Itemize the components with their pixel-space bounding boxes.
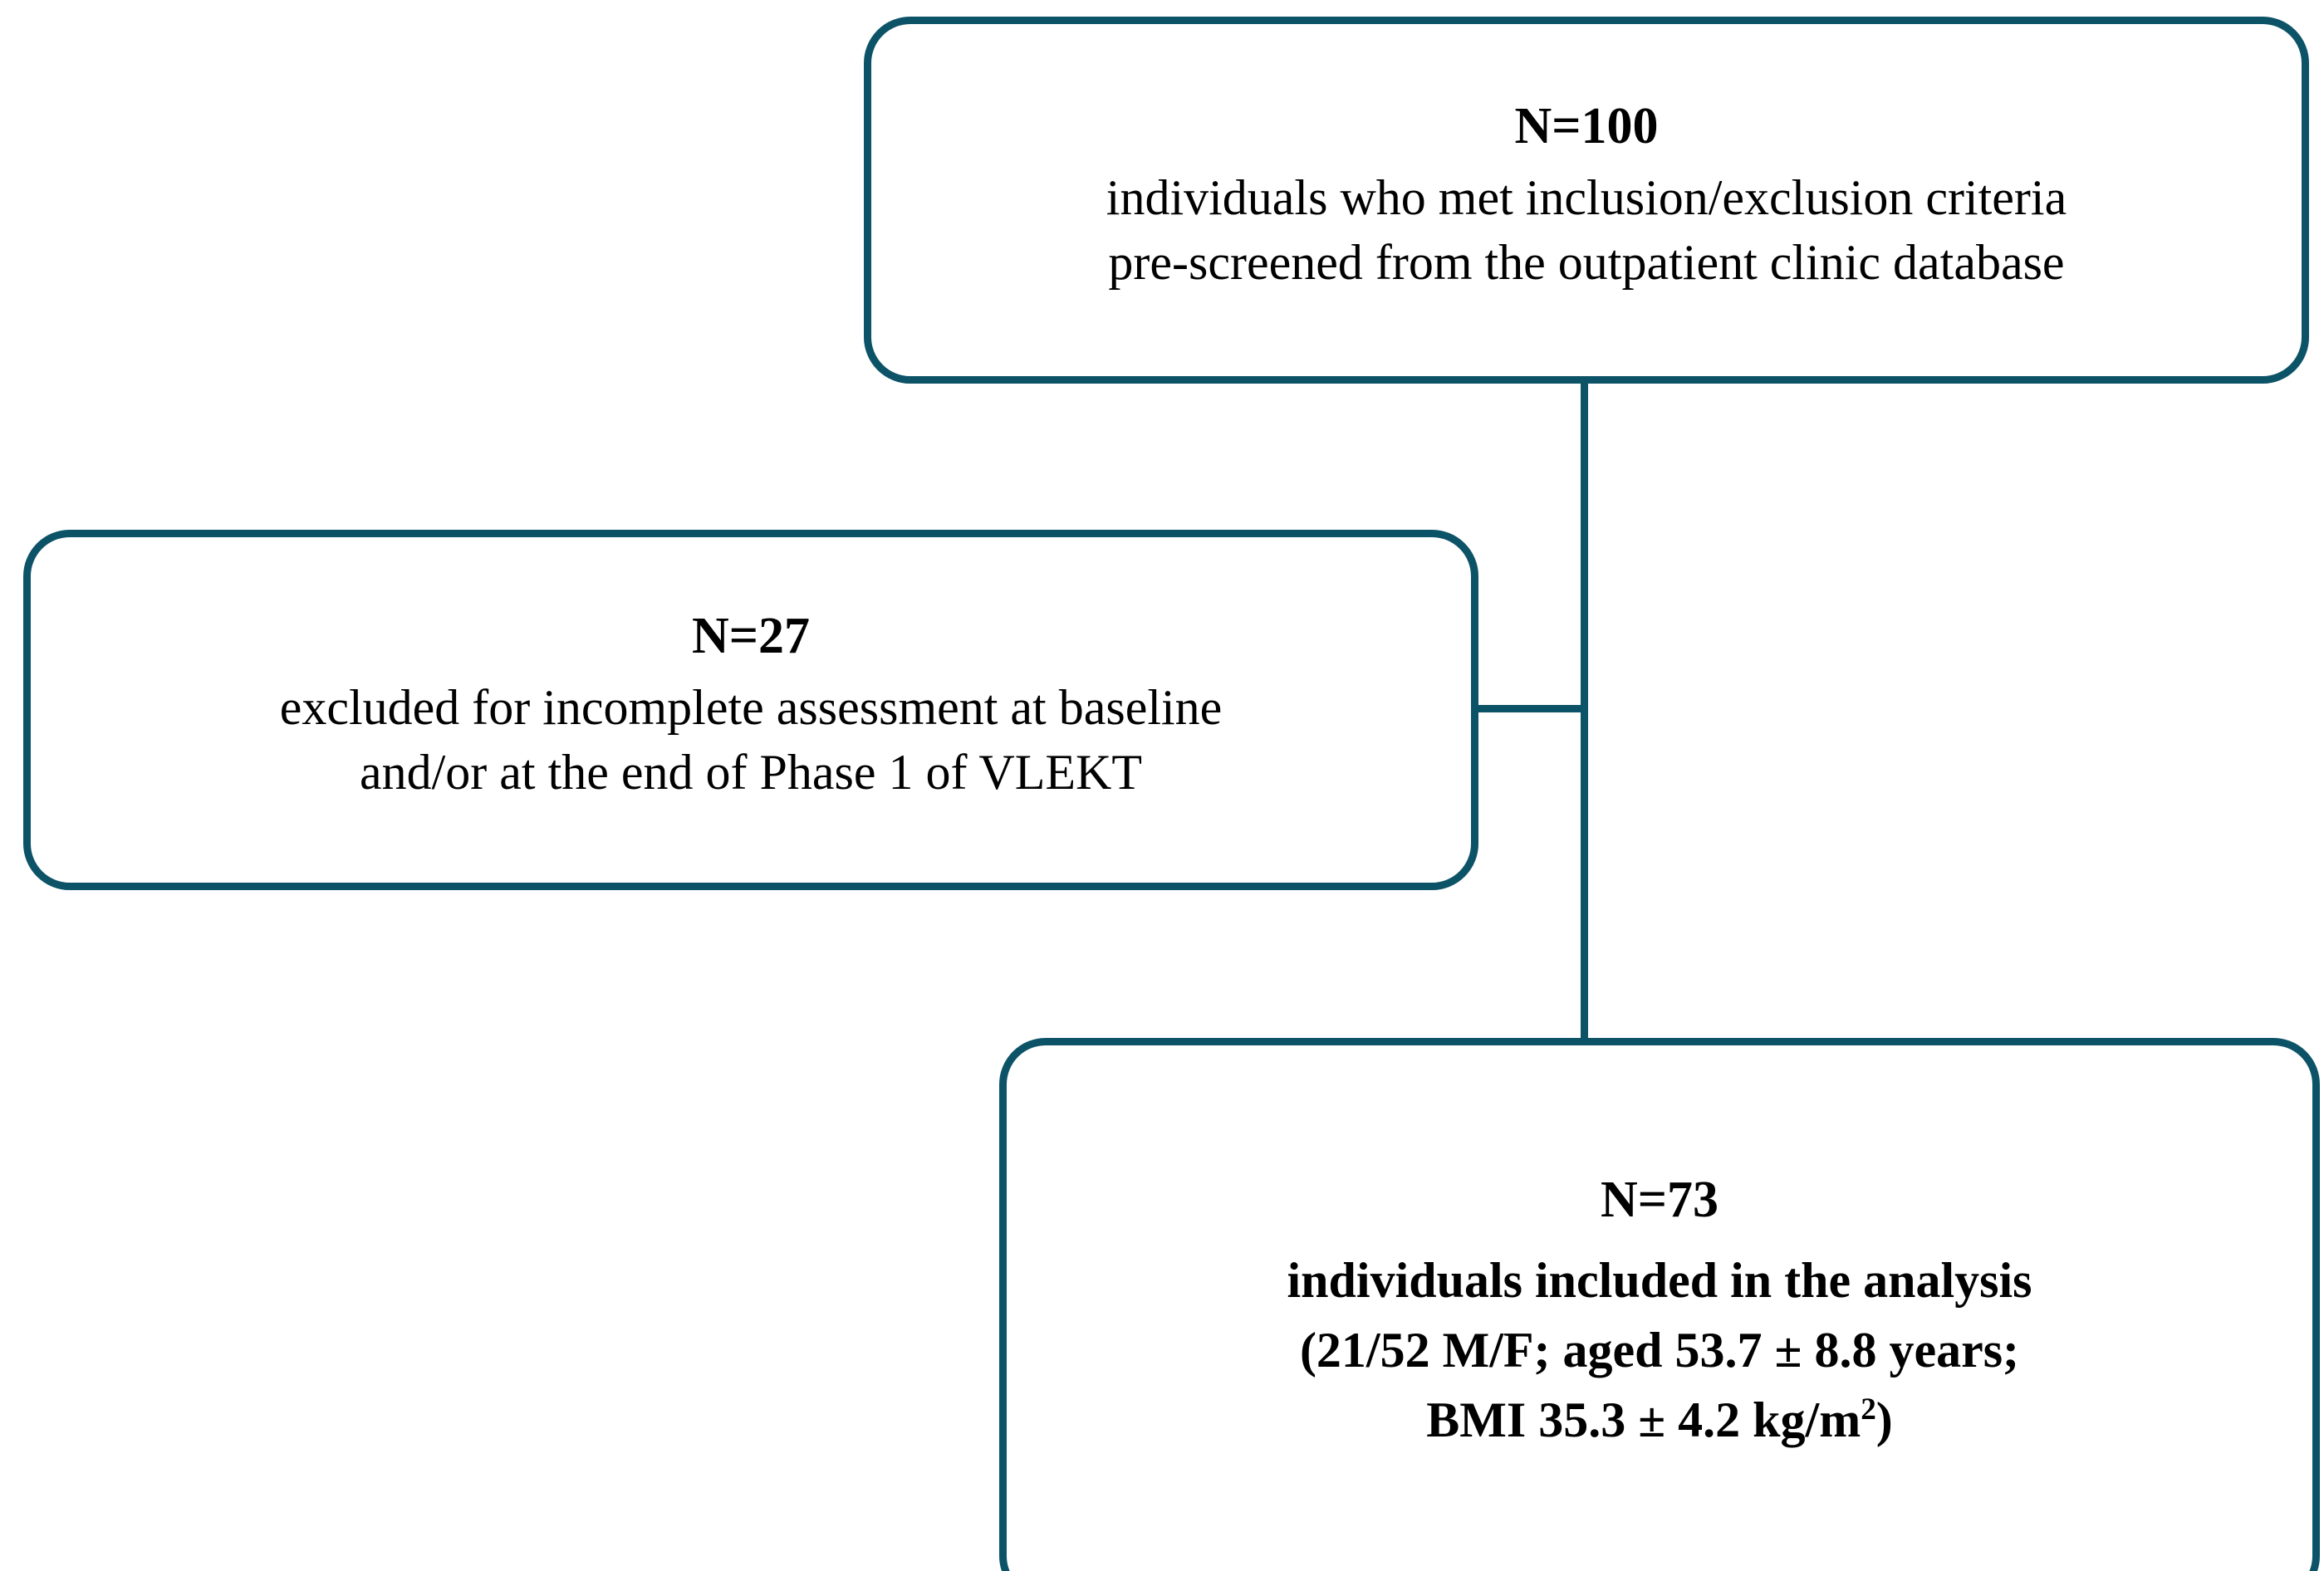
node-analyzed: N=73 individuals included in the analysi…	[999, 1038, 2320, 1571]
node-screened-line-1: individuals who met inclusion/exclusion …	[1106, 170, 2067, 226]
node-excluded: N=27 excluded for incomplete assessment …	[23, 530, 1478, 890]
node-excluded-line-2: and/or at the end of Phase 1 of VLEKT	[360, 745, 1142, 800]
node-excluded-line-1: excluded for incomplete assessment at ba…	[279, 680, 1223, 736]
node-analyzed-bmi-tail: )	[1875, 1392, 1893, 1448]
node-screened-count: N=100	[1514, 97, 1659, 154]
node-analyzed-line-1: individuals included in the analysis	[1287, 1253, 2032, 1309]
node-analyzed-bmi-text: BMI 35.3 ± 4.2 kg/m	[1426, 1392, 1861, 1448]
node-screened-line-2: pre-screened from the outpatient clinic …	[1108, 235, 2065, 291]
connector-horizontal-excluded	[1472, 705, 1588, 712]
node-analyzed-bmi-exponent: 2	[1861, 1392, 1876, 1427]
node-analyzed-line-3: BMI 35.3 ± 4.2 kg/m2)	[1426, 1385, 1893, 1455]
node-analyzed-count: N=73	[1600, 1171, 1719, 1228]
node-analyzed-line-2: (21/52 M/F; aged 53.7 ± 8.8 years;	[1299, 1323, 2020, 1378]
node-excluded-count: N=27	[691, 607, 811, 664]
node-screened: N=100 individuals who met inclusion/excl…	[864, 17, 2309, 384]
